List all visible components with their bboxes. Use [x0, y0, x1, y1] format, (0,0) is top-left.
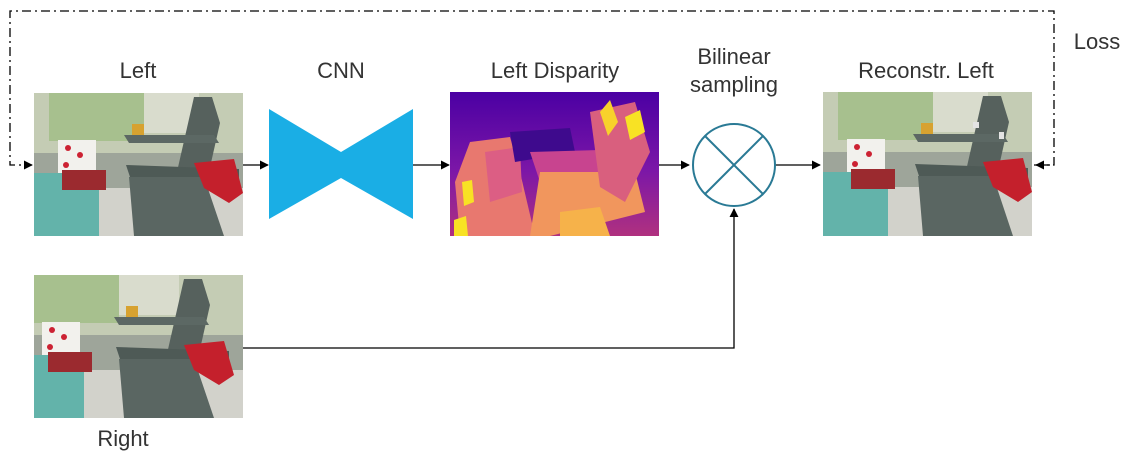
right-image-label: Right: [97, 426, 149, 451]
left-image-label: Left: [119, 58, 157, 83]
loss-label: Loss: [1073, 29, 1121, 54]
arrow-right-to-sampler: [243, 208, 739, 349]
circle-cross-icon: [692, 123, 776, 207]
bilinear-sampling-label-line1: Bilinear: [697, 44, 771, 69]
reconstructed-left-label: Reconstr. Left: [858, 58, 994, 83]
right-image: [34, 275, 243, 418]
reconstructed-left-image: [823, 92, 1032, 236]
hourglass-encoder-decoder-icon: [269, 109, 413, 219]
bilinear-sampling-label-line2: sampling: [689, 72, 779, 97]
left-disparity-label: Left Disparity: [490, 58, 620, 83]
cnn-label: CNN: [317, 58, 365, 83]
left-image: [34, 93, 243, 236]
loss-loop-line: [9, 10, 1055, 170]
left-disparity-map: [450, 92, 659, 236]
